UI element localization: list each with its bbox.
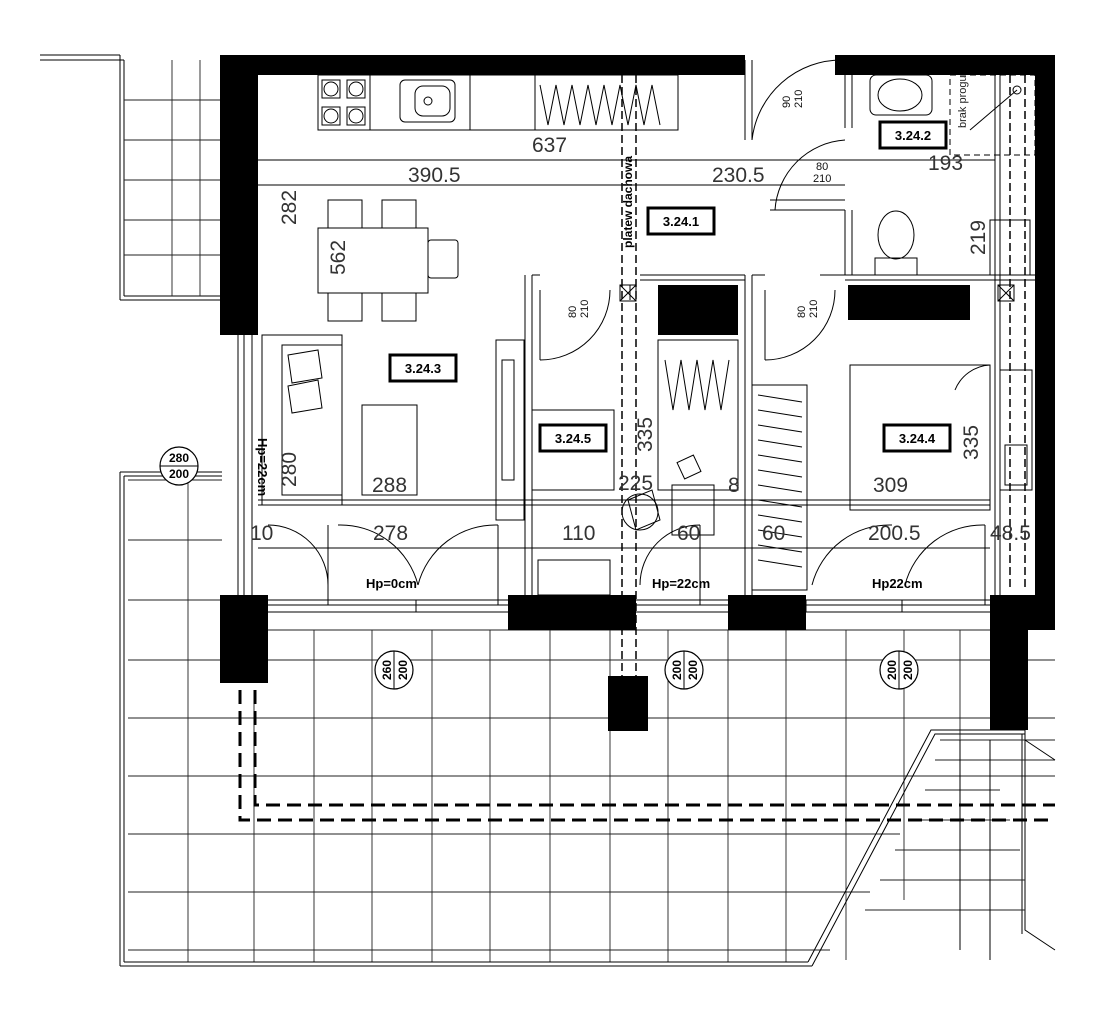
dim-637: 637 [532, 134, 567, 157]
svg-text:200: 200 [670, 660, 684, 680]
sofa [261, 334, 418, 506]
terrace-tiles [119, 471, 1056, 967]
dining-table [317, 199, 459, 322]
svg-text:3.24.5: 3.24.5 [555, 431, 591, 446]
dim-288: 288 [372, 474, 407, 497]
dim-335-right: 335 [960, 425, 983, 460]
facade-windows [237, 335, 990, 613]
terrace-dashed-outline-inner [253, 690, 1055, 807]
dim-193: 193 [928, 152, 963, 175]
roof-slab-lines [621, 75, 1026, 680]
room4-furniture [751, 364, 1033, 591]
door-top-height: 210 [793, 90, 805, 108]
dim-230-5: 230.5 [712, 164, 765, 187]
dim-219: 219 [967, 220, 990, 255]
partitions [258, 60, 1035, 595]
dim-8: 8 [728, 474, 740, 497]
svg-text:3.24.4: 3.24.4 [899, 431, 936, 446]
hp-side: Hp=22cm [255, 438, 270, 496]
terrace-dashed-outline [238, 690, 1055, 822]
svg-text:200: 200 [169, 467, 189, 481]
svg-text:260: 260 [380, 660, 394, 680]
walls [220, 55, 1055, 731]
dim-225: 225 [618, 472, 653, 495]
svg-text:280: 280 [169, 451, 189, 465]
dim-110: 110 [562, 522, 595, 545]
room-label-3-24-4: 3.24.4 [882, 423, 952, 453]
svg-text:200: 200 [901, 660, 915, 680]
svg-text:200: 200 [885, 660, 899, 680]
dim-282: 282 [278, 190, 301, 225]
door-r4-width: 80 [796, 306, 808, 318]
door-r4-height: 210 [808, 300, 820, 318]
room-label-3-24-3: 3.24.3 [388, 353, 458, 383]
room-label-3-24-1: 3.24.1 [646, 206, 716, 236]
dim-60-left: 60 [677, 522, 700, 545]
room-label-3-24-2: 3.24.2 [878, 120, 948, 150]
dim-48-5: 48.5 [990, 522, 1031, 545]
dim-200-5: 200.5 [868, 522, 921, 545]
door-top-width: 90 [781, 96, 793, 108]
dim-309: 309 [873, 474, 908, 497]
interior-doors [539, 59, 846, 361]
svg-text:200: 200 [396, 660, 410, 680]
dim-278: 278 [373, 522, 408, 545]
svg-text:3.24.3: 3.24.3 [405, 361, 441, 376]
window-label-left: 280 200 [159, 446, 199, 486]
kitchen-counter [317, 74, 679, 131]
dim-280: 280 [278, 452, 301, 487]
door-r5-height: 210 [579, 300, 591, 318]
hp-room4: Hp22cm [872, 576, 923, 591]
dim-335-left: 335 [634, 417, 657, 452]
room5-furniture [495, 339, 739, 596]
hp-living: Hp=0cm [366, 576, 417, 591]
roof-slab-note: platew dachowa [621, 156, 635, 248]
svg-text:200: 200 [686, 660, 700, 680]
no-threshold-note: brak progu [957, 75, 969, 128]
door-r5-width: 80 [567, 306, 579, 318]
dim-390-5: 390.5 [408, 164, 461, 187]
balcony-tiles [40, 54, 222, 301]
svg-text:3.24.1: 3.24.1 [663, 214, 699, 229]
window-label-2: 200 200 [664, 650, 704, 690]
dim-60-right: 60 [762, 522, 785, 545]
column-markers [619, 284, 1015, 302]
door-bath-width: 80 [816, 161, 828, 173]
room-label-3-24-5: 3.24.5 [538, 423, 608, 453]
window-label-1: 260 200 [374, 650, 414, 690]
window-label-3: 200 200 [879, 650, 919, 690]
dim-10: 10 [250, 522, 273, 545]
svg-text:3.24.2: 3.24.2 [895, 128, 931, 143]
hp-room5: Hp=22cm [652, 576, 710, 591]
bathroom-fixtures [869, 74, 1036, 276]
dim-562: 562 [327, 240, 350, 275]
door-bath-height: 210 [813, 173, 831, 185]
